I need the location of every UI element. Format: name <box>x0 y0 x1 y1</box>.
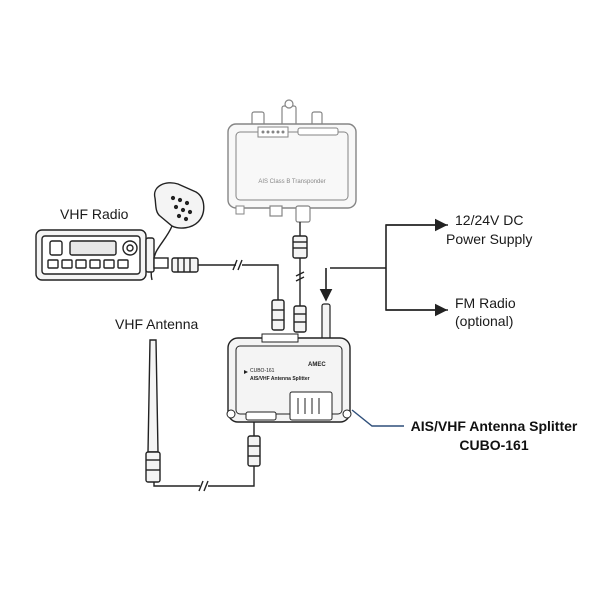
transponder-cable <box>292 222 308 333</box>
vhf-radio <box>35 182 205 281</box>
power-supply-label-2: Power Supply <box>446 231 533 247</box>
brand-logo: AMEC <box>308 362 326 368</box>
power-supply-label-1: 12/24V DC <box>455 212 524 228</box>
splitter-label-2: CUBO-161 <box>459 437 529 453</box>
splitter-leader-line <box>351 409 404 427</box>
splitter-model-label: CUBO-161 <box>250 368 275 374</box>
antenna-cable <box>153 422 261 492</box>
fm-radio-label-1: FM Radio <box>455 295 516 311</box>
transponder-label: AIS Class B Transponder <box>258 179 325 185</box>
splitter-label-1: AIS/VHF Antenna Splitter <box>410 418 578 434</box>
power-fm-wiring <box>319 218 448 341</box>
antenna-splitter: CUBO-161 AIS/VHF Antenna Splitter AMEC <box>226 333 352 423</box>
fm-radio-label-2: (optional) <box>455 313 514 329</box>
vhf-radio-label: VHF Radio <box>60 206 129 222</box>
vhf-antenna-label: VHF Antenna <box>115 316 199 332</box>
ais-transponder: AIS Class B Transponder <box>227 99 357 223</box>
vhf-radio-cable <box>171 257 285 331</box>
splitter-caption: AIS/VHF Antenna Splitter <box>250 376 310 382</box>
vhf-antenna <box>145 339 161 483</box>
